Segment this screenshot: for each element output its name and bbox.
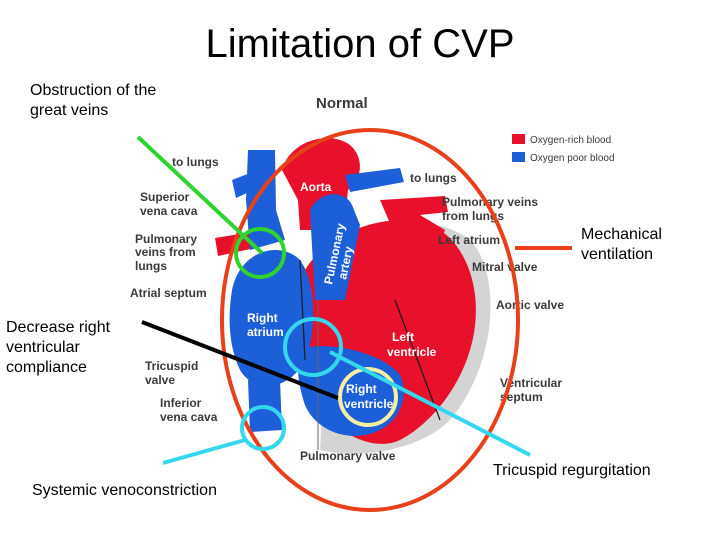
label-right-ventricle-line2: ventricle [344, 397, 394, 411]
cyan-pointer-line-right [329, 350, 531, 457]
pulmonary-veins-right-vessel [380, 196, 448, 244]
label-svc-line1: Superior [140, 190, 190, 204]
note-mechanical-ventilation: Mechanical ventilation [581, 226, 662, 263]
page-title: Limitation of CVP [205, 22, 515, 66]
label-ivc-line1: Inferior [160, 396, 202, 410]
green-pointer-line [136, 135, 264, 255]
legend-swatch-oxygen-rich [512, 134, 525, 144]
label-right-atrium-line2: atrium [247, 325, 284, 339]
orange-ellipse-overlay [220, 128, 520, 512]
label-tricuspid-line2: valve [145, 373, 175, 387]
label-left-atrium: Left atrium [438, 233, 500, 247]
pulmonary-artery-vessel [310, 194, 360, 300]
label-pulm-veins-left-line3: lungs [135, 259, 167, 273]
label-left-ventricle-line2: ventricle [387, 345, 437, 359]
label-ivc-line2: vena cava [160, 410, 218, 424]
yellow-circle-marker [338, 367, 398, 427]
note-tricuspid-regurgitation: Tricuspid regurgitation [493, 462, 651, 479]
label-tricuspid-line1: Tricuspid [145, 359, 198, 373]
superior-vena-cava-vessel [246, 150, 285, 250]
label-right-atrium-line1: Right [247, 311, 278, 325]
green-circle-marker [234, 227, 286, 279]
note-obstruction: Obstruction of the great veins [30, 82, 157, 119]
label-pulm-artery-line2: artery [335, 245, 356, 281]
label-ventricular-septum-line1: Ventricular [500, 376, 562, 390]
label-aortic-valve: Aortic valve [496, 298, 564, 312]
label-left-ventricle-line1: Left [392, 330, 414, 344]
right-atrium-blue [229, 250, 314, 387]
label-aorta: Aorta [300, 180, 332, 194]
label-atrial-septum: Atrial septum [130, 286, 207, 300]
legend-swatch-oxygen-poor [512, 152, 525, 162]
label-right-ventricle-line1: Right [346, 382, 377, 396]
cyan-circle-marker-upper [283, 317, 343, 377]
ventricular-septum-line [394, 299, 441, 421]
label-to-lungs-right: to lungs [410, 171, 457, 185]
label-pulm-veins-right-line2: from lungs [442, 209, 504, 223]
label-pulm-veins-right-line1: Pulmonary veins [442, 195, 538, 209]
note-systemic-venoconstriction: Systemic venoconstriction [32, 482, 217, 499]
label-ventricular-septum-line2: septum [500, 390, 543, 404]
legend-label-oxygen-poor: Oxygen poor blood [530, 153, 615, 164]
label-svc-line2: vena cava [140, 204, 198, 218]
note-decrease-compliance: Decrease right ventricular compliance [6, 319, 111, 376]
cyan-pointer-line-left [162, 438, 246, 465]
legend-label-oxygen-rich: Oxygen-rich blood [530, 135, 611, 146]
label-to-lungs-left: to lungs [172, 155, 219, 169]
to-lungs-right-vessel [345, 168, 404, 192]
diagram-heading: Normal [316, 95, 368, 112]
atrial-septum-line [299, 259, 306, 361]
cyan-circle-marker-lower [240, 405, 286, 451]
label-pulm-veins-left-line2: veins from [135, 245, 196, 259]
label-mitral-valve: Mitral valve [472, 260, 538, 274]
to-lungs-left-vessel [232, 170, 262, 198]
label-pulmonary-valve: Pulmonary valve [300, 449, 396, 463]
black-pointer-line [141, 320, 339, 400]
label-pulm-veins-left-line1: Pulmonary [135, 232, 197, 246]
